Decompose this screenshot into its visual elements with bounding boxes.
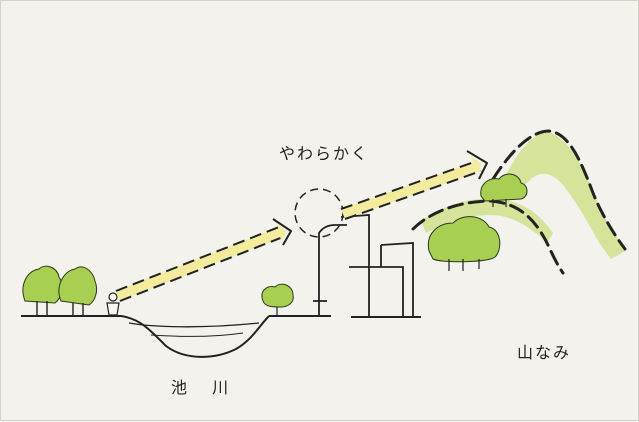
- tree-icon: [261, 283, 294, 316]
- tree-icon: [58, 266, 98, 316]
- ground-line: [21, 315, 421, 318]
- pond-basin: [120, 315, 270, 358]
- tree-icon: [427, 216, 501, 271]
- label-mountain-range: 山なみ: [517, 343, 572, 362]
- mountain-foliage-band: [501, 132, 625, 259]
- pond-water: [128, 322, 260, 328]
- focus-circle: [294, 188, 344, 238]
- mountain-ridge-inner: [411, 199, 565, 275]
- observer-figure-icon: [106, 292, 120, 316]
- building-outline-icon: [313, 214, 414, 316]
- pond-ripple: [150, 332, 244, 337]
- tree-icon: [22, 265, 63, 316]
- mountain-ridge-outer: [491, 129, 627, 251]
- label-view-softly: やわらかく: [279, 144, 370, 163]
- label-pond-river: 池 川: [171, 378, 239, 397]
- dashed-sightline-arrow-icon: [115, 218, 292, 302]
- dashed-sightline-arrow-icon: [340, 150, 488, 220]
- tree-icon: [480, 173, 528, 207]
